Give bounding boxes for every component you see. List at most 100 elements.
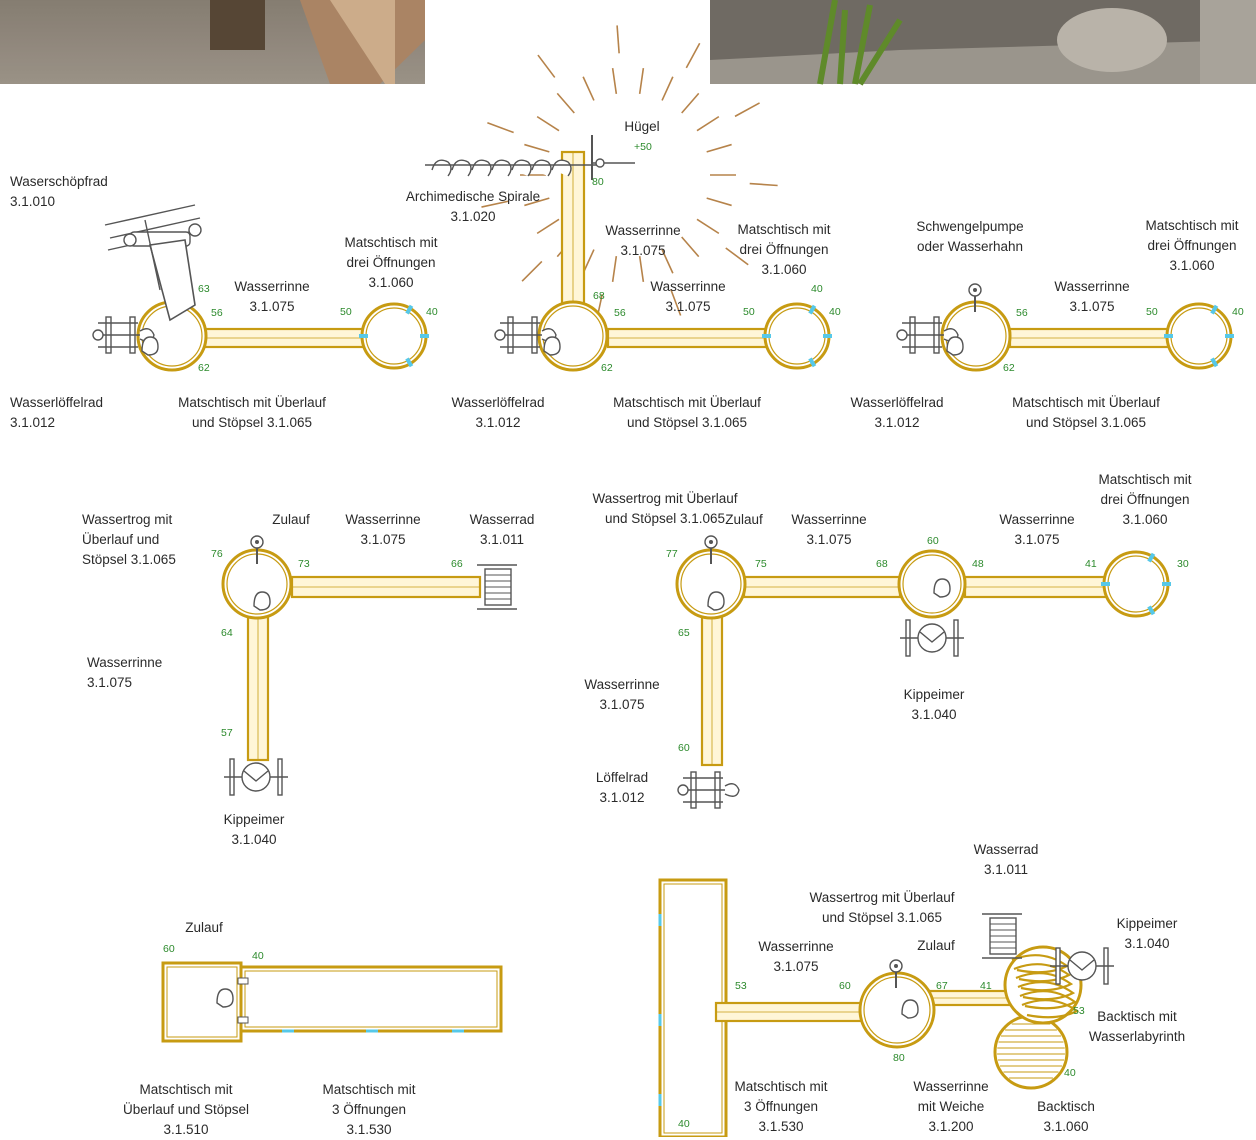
diagram-1b bbox=[425, 25, 832, 372]
dim-57: 57 bbox=[221, 727, 233, 739]
row3-diagrams bbox=[161, 878, 1114, 1137]
pump-icon bbox=[968, 283, 982, 312]
wasserrinne-channel bbox=[714, 1001, 867, 1023]
label-kippeimer: Kippeimer 3.1.040 bbox=[1116, 916, 1178, 951]
stopper-icon bbox=[707, 591, 725, 611]
opening bbox=[808, 304, 817, 315]
row1-diagrams bbox=[92, 25, 1234, 372]
dim-50: 50 bbox=[1146, 306, 1158, 318]
wasserrinne-vertical-channel bbox=[700, 613, 724, 767]
diagram-2b bbox=[675, 535, 1171, 809]
tipping-bucket-icon bbox=[1050, 947, 1114, 985]
tipping-bucket-icon bbox=[224, 758, 288, 796]
dim-62: 62 bbox=[1003, 362, 1015, 374]
label-zulauf: Zulauf bbox=[185, 920, 223, 935]
matschtisch-drei-oeffnungen-basin bbox=[1101, 550, 1171, 618]
diagram-3a bbox=[161, 961, 503, 1043]
label-wasserrinne-2: Wasserrinne 3.1.075 bbox=[650, 279, 726, 314]
wasserrinne-horizontal-channel bbox=[290, 575, 482, 599]
dim-77: 77 bbox=[666, 548, 678, 560]
dim-60a: 60 bbox=[927, 535, 939, 547]
label-matschtisch-ueberlauf: Matschtisch mit Überlauf und Stöpsel 3.1… bbox=[178, 395, 326, 430]
label-schwengelpumpe: Schwengelpumpe oder Wasserhahn bbox=[916, 219, 1024, 254]
dim-65: 65 bbox=[678, 627, 690, 639]
spoon-wheel-icon bbox=[677, 771, 740, 809]
dim-56: 56 bbox=[211, 307, 223, 319]
label-wasserloeffelrad: Wasserlöffelrad 3.1.012 bbox=[10, 395, 104, 430]
water-wheel-icon bbox=[982, 913, 1022, 959]
matschtisch-3-oeffnungen-table bbox=[239, 965, 503, 1033]
wasserrinne-channel-2 bbox=[963, 575, 1110, 599]
hill-sun-rays bbox=[481, 25, 778, 322]
label-wasserrinne: Wasserrinne 3.1.075 bbox=[1054, 279, 1130, 314]
inlet-tap-icon bbox=[704, 535, 718, 564]
matschtisch-drei-oeffnungen-basin bbox=[359, 302, 429, 370]
label-matschtisch-drei-oeffnungen: Matschtisch mit drei Öffnungen 3.1.060 bbox=[344, 235, 438, 290]
opening bbox=[1147, 605, 1156, 616]
inlet-tap-icon bbox=[889, 959, 903, 988]
dim-56: 56 bbox=[614, 307, 626, 319]
dim-73: 73 bbox=[298, 558, 310, 570]
diagram-1a bbox=[92, 204, 429, 372]
opening bbox=[405, 357, 414, 368]
dim-80: 80 bbox=[592, 176, 604, 188]
wasserrinne-vertical-channel bbox=[560, 150, 586, 312]
label-wasserloeffelrad: Wasserlöffelrad 3.1.012 bbox=[850, 395, 944, 430]
label-matschtisch-3-oeffnungen: Matschtisch mit 3 Öffnungen 3.1.530 bbox=[322, 1082, 416, 1137]
water-wheel-icon bbox=[477, 564, 517, 610]
dim-76: 76 bbox=[211, 548, 223, 560]
dim-40b: 40 bbox=[829, 306, 841, 318]
dim-67: 67 bbox=[936, 980, 948, 992]
stopper-icon bbox=[543, 336, 561, 356]
label-wasserrinne: Wasserrinne 3.1.075 bbox=[234, 279, 310, 314]
label-kippeimer: Kippeimer 3.1.040 bbox=[903, 687, 965, 722]
dim-50: 50 bbox=[743, 306, 755, 318]
label-matschtisch-ueberlauf: Matschtisch mit Überlauf und Stöpsel 3.1… bbox=[1012, 395, 1160, 430]
stopper-icon bbox=[141, 336, 159, 356]
label-wasserrinne-h: Wasserrinne 3.1.075 bbox=[345, 512, 421, 547]
dim-40: 40 bbox=[426, 306, 438, 318]
wasserrinne-vertical-channel bbox=[246, 613, 270, 762]
label-matschtisch-drei-oeffnungen: Matschtisch mit drei Öffnungen 3.1.060 bbox=[1145, 218, 1239, 273]
dim-60b: 60 bbox=[678, 742, 690, 754]
diagram-3b bbox=[658, 878, 1114, 1137]
diagram-1c bbox=[896, 283, 1234, 372]
label-wasserrad: Wasserrad 3.1.011 bbox=[469, 512, 535, 547]
label-matschtisch-3-oeffnungen: Matschtisch mit 3 Öffnungen 3.1.530 bbox=[734, 1079, 828, 1134]
dim-75: 75 bbox=[755, 558, 767, 570]
label-loeffelrad: Löffelrad 3.1.012 bbox=[595, 770, 649, 805]
opening bbox=[405, 304, 414, 315]
dim-40b: 40 bbox=[678, 1118, 690, 1130]
label-wasserrinne-weiche: Wasserrinne mit Weiche 3.1.200 bbox=[913, 1079, 989, 1134]
opening bbox=[1210, 304, 1219, 315]
dim-40: 40 bbox=[252, 950, 264, 962]
dim-62: 62 bbox=[601, 362, 613, 374]
label-huegel: Hügel bbox=[624, 119, 660, 134]
wasserrinne-channel-1 bbox=[742, 575, 902, 599]
gravel-plant-photo bbox=[710, 0, 1256, 86]
label-wasserloeffelrad: Wasserlöffelrad 3.1.012 bbox=[451, 395, 545, 430]
label-wasserrinne-2: Wasserrinne 3.1.075 bbox=[999, 512, 1075, 547]
wasserrinne-channel bbox=[203, 327, 367, 349]
tipping-bucket-icon bbox=[900, 619, 964, 657]
opening bbox=[808, 357, 817, 368]
inlet-tap-icon bbox=[250, 535, 264, 564]
label-wassertrog: Wassertrog mit Überlauf und Stöpsel 3.1.… bbox=[809, 890, 955, 925]
dim-50: 50 bbox=[340, 306, 352, 318]
dim-40a: 40 bbox=[1064, 1067, 1076, 1079]
dim-63: 63 bbox=[198, 283, 210, 295]
dim-64: 64 bbox=[221, 627, 233, 639]
stopper-icon bbox=[901, 999, 919, 1019]
label-matschtisch-ueberlauf: Matschtisch mit Überlauf und Stöpsel 3.1… bbox=[613, 395, 761, 430]
dim-68: 68 bbox=[876, 558, 888, 570]
dim-60: 60 bbox=[163, 943, 175, 955]
label-wasserrinne-1: Wasserrinne 3.1.075 bbox=[605, 223, 681, 258]
label-wasserrinne-1: Wasserrinne 3.1.075 bbox=[791, 512, 867, 547]
label-kippeimer: Kippeimer 3.1.040 bbox=[223, 812, 285, 847]
label-zulauf: Zulauf bbox=[272, 512, 310, 527]
dim-53b: 53 bbox=[1073, 1005, 1085, 1017]
label-backtisch: Backtisch 3.1.060 bbox=[1037, 1099, 1095, 1134]
label-matschtisch-ueberlauf: Matschtisch mit Überlauf und Stöpsel 3.1… bbox=[122, 1082, 250, 1137]
label-wassertrog: Wassertrog mit Überlauf und Stöpsel 3.1.… bbox=[592, 491, 738, 526]
